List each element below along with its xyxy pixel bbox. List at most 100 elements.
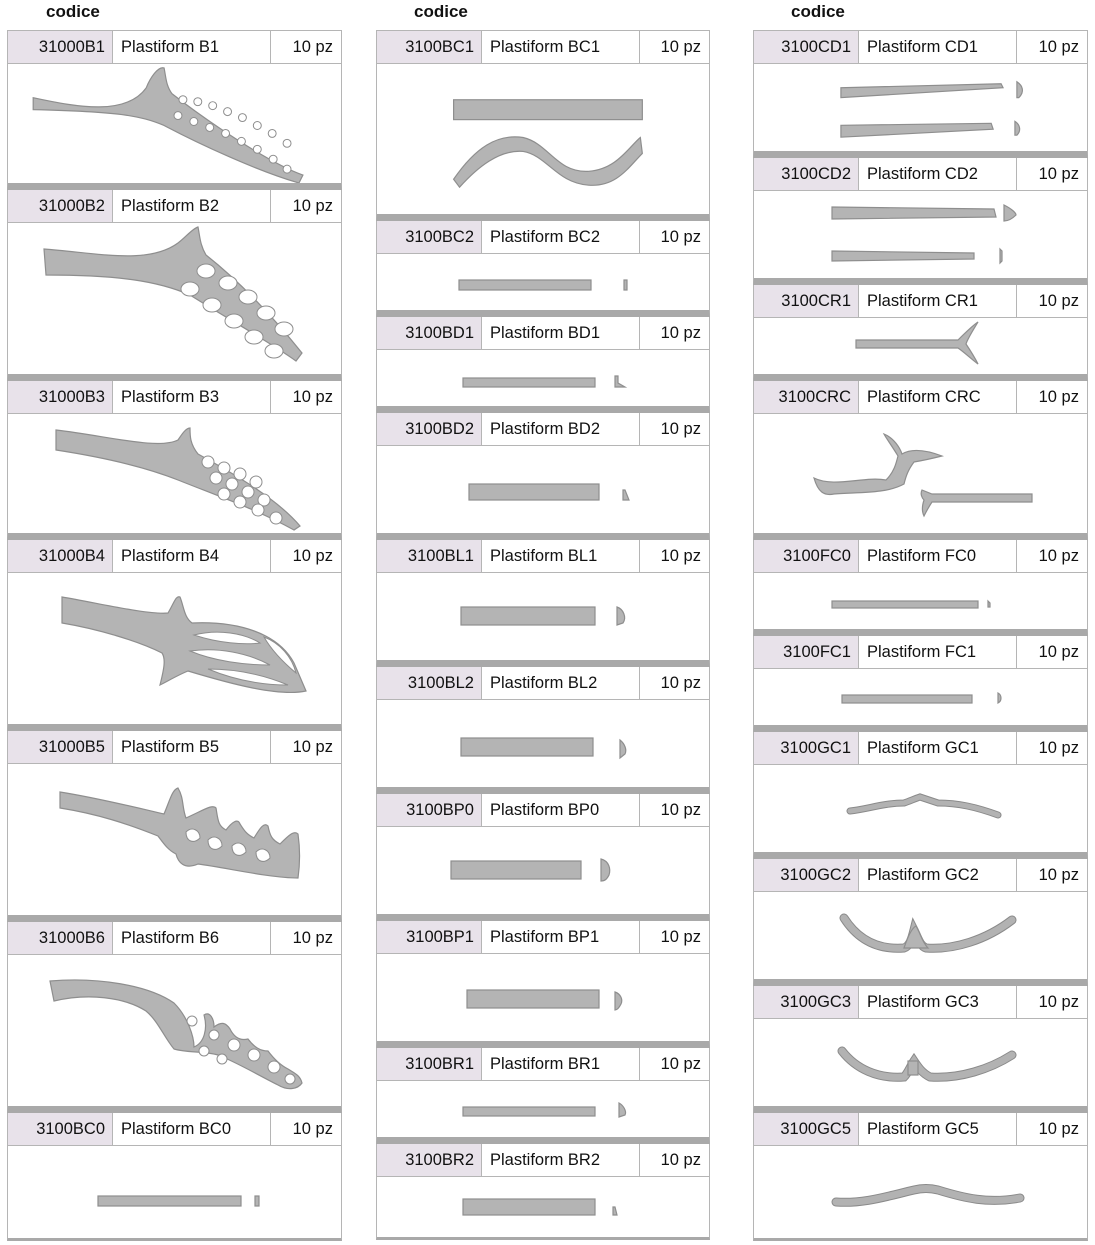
product-name: Plastiform BP1 <box>482 921 640 953</box>
plastiform-bp0-icon <box>377 827 709 914</box>
product-header: 3100BR1 Plastiform BR1 10 pz <box>377 1048 709 1081</box>
product-card: 3100GC3 Plastiform GC3 10 pz <box>753 986 1088 1113</box>
product-card: 31000B3 Plastiform B3 10 pz <box>7 381 342 540</box>
product-card: 3100GC1 Plastiform GC1 10 pz <box>753 732 1088 859</box>
product-header: 3100BP1 Plastiform BP1 10 pz <box>377 921 709 954</box>
product-header: 3100CD1 Plastiform CD1 10 pz <box>754 31 1087 64</box>
column-heading-2: codice <box>414 2 468 21</box>
product-card: 3100BD1 Plastiform BD1 10 pz <box>376 317 710 413</box>
product-header: 3100GC3 Plastiform GC3 10 pz <box>754 986 1087 1019</box>
product-name: Plastiform B2 <box>113 190 271 222</box>
product-code: 3100FC0 <box>754 540 859 572</box>
product-code: 3100BC0 <box>8 1113 113 1145</box>
product-code: 3100BD1 <box>377 317 482 349</box>
product-name: Plastiform CR1 <box>859 285 1017 317</box>
plastiform-crc-icon <box>754 414 1087 533</box>
product-quantity: 10 pz <box>292 546 333 565</box>
product-name: Plastiform GC3 <box>859 986 1017 1018</box>
plastiform-fc1-icon <box>754 669 1087 725</box>
product-card: 3100BC1 Plastiform BC1 10 pz <box>376 30 710 221</box>
product-quantity: 10 pz <box>1038 387 1079 406</box>
product-name: Plastiform FC0 <box>859 540 1017 572</box>
product-quantity: 10 pz <box>660 546 701 565</box>
product-card: 31000B5 Plastiform B5 10 pz <box>7 731 342 922</box>
plastiform-b6-icon <box>8 955 341 1106</box>
product-card: 3100BL2 Plastiform BL2 10 pz <box>376 667 710 794</box>
product-name: Plastiform FC1 <box>859 636 1017 668</box>
product-card: 3100BR1 Plastiform BR1 10 pz <box>376 1048 710 1144</box>
plastiform-bd1-icon <box>377 350 709 406</box>
plastiform-b3-icon <box>8 414 341 533</box>
product-header: 31000B2 Plastiform B2 10 pz <box>8 190 341 223</box>
plastiform-bp1-icon <box>377 954 709 1041</box>
plastiform-bl2-icon <box>377 700 709 787</box>
product-code: 3100GC5 <box>754 1113 859 1145</box>
product-quantity: 10 pz <box>1038 546 1079 565</box>
product-code: 3100BR1 <box>377 1048 482 1080</box>
product-header: 3100GC5 Plastiform GC5 10 pz <box>754 1113 1087 1146</box>
product-code: 3100BL2 <box>377 667 482 699</box>
product-card: 3100BC0 Plastiform BC0 10 pz <box>7 1113 342 1241</box>
product-name: Plastiform BD2 <box>482 413 640 445</box>
plastiform-br2-icon <box>377 1177 709 1237</box>
product-card: 31000B6 Plastiform B6 10 pz <box>7 922 342 1113</box>
product-code: 3100CD2 <box>754 158 859 190</box>
plastiform-bl1-icon <box>377 573 709 660</box>
product-card: 3100BP0 Plastiform BP0 10 pz <box>376 794 710 921</box>
product-code: 31000B6 <box>8 922 113 954</box>
plastiform-cr1-icon <box>754 318 1087 374</box>
product-name: Plastiform B5 <box>113 731 271 763</box>
product-name: Plastiform CD1 <box>859 31 1017 63</box>
product-card: 31000B2 Plastiform B2 10 pz <box>7 190 342 381</box>
product-header: 3100GC1 Plastiform GC1 10 pz <box>754 732 1087 765</box>
product-column-3: 3100CD1 Plastiform CD1 10 pz 3100CD2 Pla… <box>753 30 1088 1241</box>
product-header: 3100BL2 Plastiform BL2 10 pz <box>377 667 709 700</box>
product-code: 3100GC1 <box>754 732 859 764</box>
product-quantity: 10 pz <box>1038 164 1079 183</box>
product-code: 31000B5 <box>8 731 113 763</box>
product-header: 31000B3 Plastiform B3 10 pz <box>8 381 341 414</box>
product-quantity: 10 pz <box>1038 642 1079 661</box>
product-header: 31000B4 Plastiform B4 10 pz <box>8 540 341 573</box>
product-code: 3100BC2 <box>377 221 482 253</box>
product-name: Plastiform BC2 <box>482 221 640 253</box>
product-card: 31000B4 Plastiform B4 10 pz <box>7 540 342 731</box>
product-header: 31000B1 Plastiform B1 10 pz <box>8 31 341 64</box>
product-name: Plastiform CD2 <box>859 158 1017 190</box>
plastiform-bc0-icon <box>8 1146 341 1238</box>
product-header: 3100FC1 Plastiform FC1 10 pz <box>754 636 1087 669</box>
product-name: Plastiform CRC <box>859 381 1017 413</box>
product-name: Plastiform GC5 <box>859 1113 1017 1145</box>
product-header: 3100CR1 Plastiform CR1 10 pz <box>754 285 1087 318</box>
product-card: 3100BD2 Plastiform BD2 10 pz <box>376 413 710 540</box>
plastiform-gc1-icon <box>754 765 1087 852</box>
product-quantity: 10 pz <box>292 737 333 756</box>
plastiform-br1-icon <box>377 1081 709 1137</box>
product-quantity: 10 pz <box>660 227 701 246</box>
product-card: 31000B1 Plastiform B1 10 pz <box>7 30 342 190</box>
product-quantity: 10 pz <box>1038 738 1079 757</box>
plastiform-gc5-icon <box>754 1146 1087 1238</box>
product-header: 3100CD2 Plastiform CD2 10 pz <box>754 158 1087 191</box>
product-code: 3100GC3 <box>754 986 859 1018</box>
product-card: 3100BR2 Plastiform BR2 10 pz <box>376 1144 710 1240</box>
product-card: 3100BL1 Plastiform BL1 10 pz <box>376 540 710 667</box>
product-quantity: 10 pz <box>292 1119 333 1138</box>
product-quantity: 10 pz <box>1038 992 1079 1011</box>
product-quantity: 10 pz <box>660 673 701 692</box>
product-code: 31000B3 <box>8 381 113 413</box>
product-card: 3100BC2 Plastiform BC2 10 pz <box>376 221 710 317</box>
product-name: Plastiform B6 <box>113 922 271 954</box>
plastiform-bc2-icon <box>377 254 709 310</box>
column-heading-3: codice <box>791 2 845 21</box>
product-code: 3100FC1 <box>754 636 859 668</box>
plastiform-cd2-icon <box>754 191 1087 278</box>
plastiform-b4-icon <box>8 573 341 724</box>
product-name: Plastiform BC1 <box>482 31 640 63</box>
product-quantity: 10 pz <box>292 196 333 215</box>
plastiform-bd2-icon <box>377 446 709 533</box>
product-name: Plastiform BL2 <box>482 667 640 699</box>
product-header: 3100FC0 Plastiform FC0 10 pz <box>754 540 1087 573</box>
product-header: 3100BL1 Plastiform BL1 10 pz <box>377 540 709 573</box>
product-card: 3100FC0 Plastiform FC0 10 pz <box>753 540 1088 636</box>
